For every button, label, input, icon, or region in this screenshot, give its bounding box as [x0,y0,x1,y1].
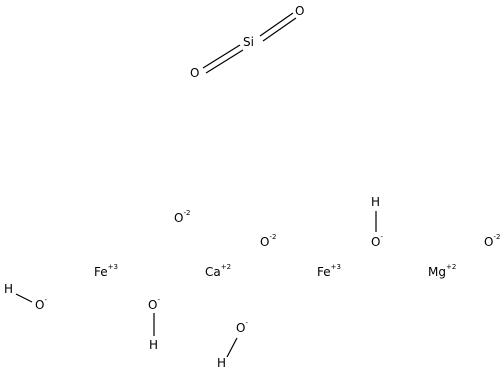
calcium-ion-symbol: Ca [205,265,221,279]
si-o-top-bond-line-2 [262,17,297,42]
hydroxide-3-bond [226,337,238,358]
oxide-ion-1-symbol: O [174,211,184,225]
oxide-ion-2: O-2 [260,233,277,249]
sio2-oxygen-bottom-symbol: O [190,66,200,80]
sio2-oxygen-bottom: O [190,67,199,79]
iron-ion-1: Fe+3 [94,263,118,279]
iron-ion-1-symbol: Fe [94,265,108,279]
magnesium-ion: Mg+2 [428,263,457,279]
hydroxide-3-hydrogen: H [217,357,226,369]
si-o-top-bond-line-1 [259,12,294,37]
sio2-silicon-symbol: Si [243,35,254,49]
magnesium-ion-charge: +2 [445,263,457,271]
oxide-ion-2-charge: -2 [269,233,277,241]
hydroxide-4-h-symbol: H [371,195,381,209]
hydroxide-2-charge: - [157,296,160,304]
hydroxide-4-oxygen: O- [371,233,383,249]
oxide-ion-1-charge: -2 [183,209,191,217]
si-o-bottom-bond-line-2 [205,49,244,74]
hydroxide-1-h-symbol: H [4,282,14,296]
sio2-silicon: Si [243,36,254,48]
sio2-oxygen-top: O [295,5,304,17]
hydroxide-4-charge: - [380,233,383,241]
hydroxide-3-h-symbol: H [217,356,227,370]
oxide-ion-3-symbol: O [484,235,494,249]
calcium-ion-charge: +2 [220,263,232,271]
hydroxide-2-oxygen: O- [148,296,160,312]
oxide-ion-1: O-2 [174,209,191,225]
oxide-ion-3: O-2 [484,233,501,249]
iron-ion-2-charge: +3 [330,263,341,271]
hydroxide-2-o-symbol: O [148,298,158,312]
magnesium-ion-symbol: Mg [428,265,446,279]
hydroxide-3-oxygen: O- [236,319,248,335]
iron-ion-2: Fe+3 [317,263,341,279]
iron-ion-2-symbol: Fe [317,265,331,279]
hydroxide-4-o-symbol: O [371,235,381,249]
hydroxide-1-charge: - [44,296,47,304]
hydroxide-1-bond [15,293,33,303]
hydroxide-3-charge: - [245,319,248,327]
oxide-ion-2-symbol: O [260,235,270,249]
calcium-ion: Ca+2 [205,263,232,279]
hydroxide-4-hydrogen: H [371,196,380,208]
sio2-oxygen-top-symbol: O [295,4,305,18]
hydroxide-1-hydrogen: H [4,283,13,295]
si-o-bottom-bond-line-1 [202,44,241,69]
hydroxide-1-oxygen: O- [35,296,47,312]
hydroxide-3-o-symbol: O [236,321,246,335]
iron-ion-1-charge: +3 [107,263,118,271]
oxide-ion-3-charge: -2 [493,233,501,241]
hydroxide-1-o-symbol: O [35,298,45,312]
hydroxide-2-h-symbol: H [149,338,159,352]
hydroxide-2-hydrogen: H [149,339,158,351]
